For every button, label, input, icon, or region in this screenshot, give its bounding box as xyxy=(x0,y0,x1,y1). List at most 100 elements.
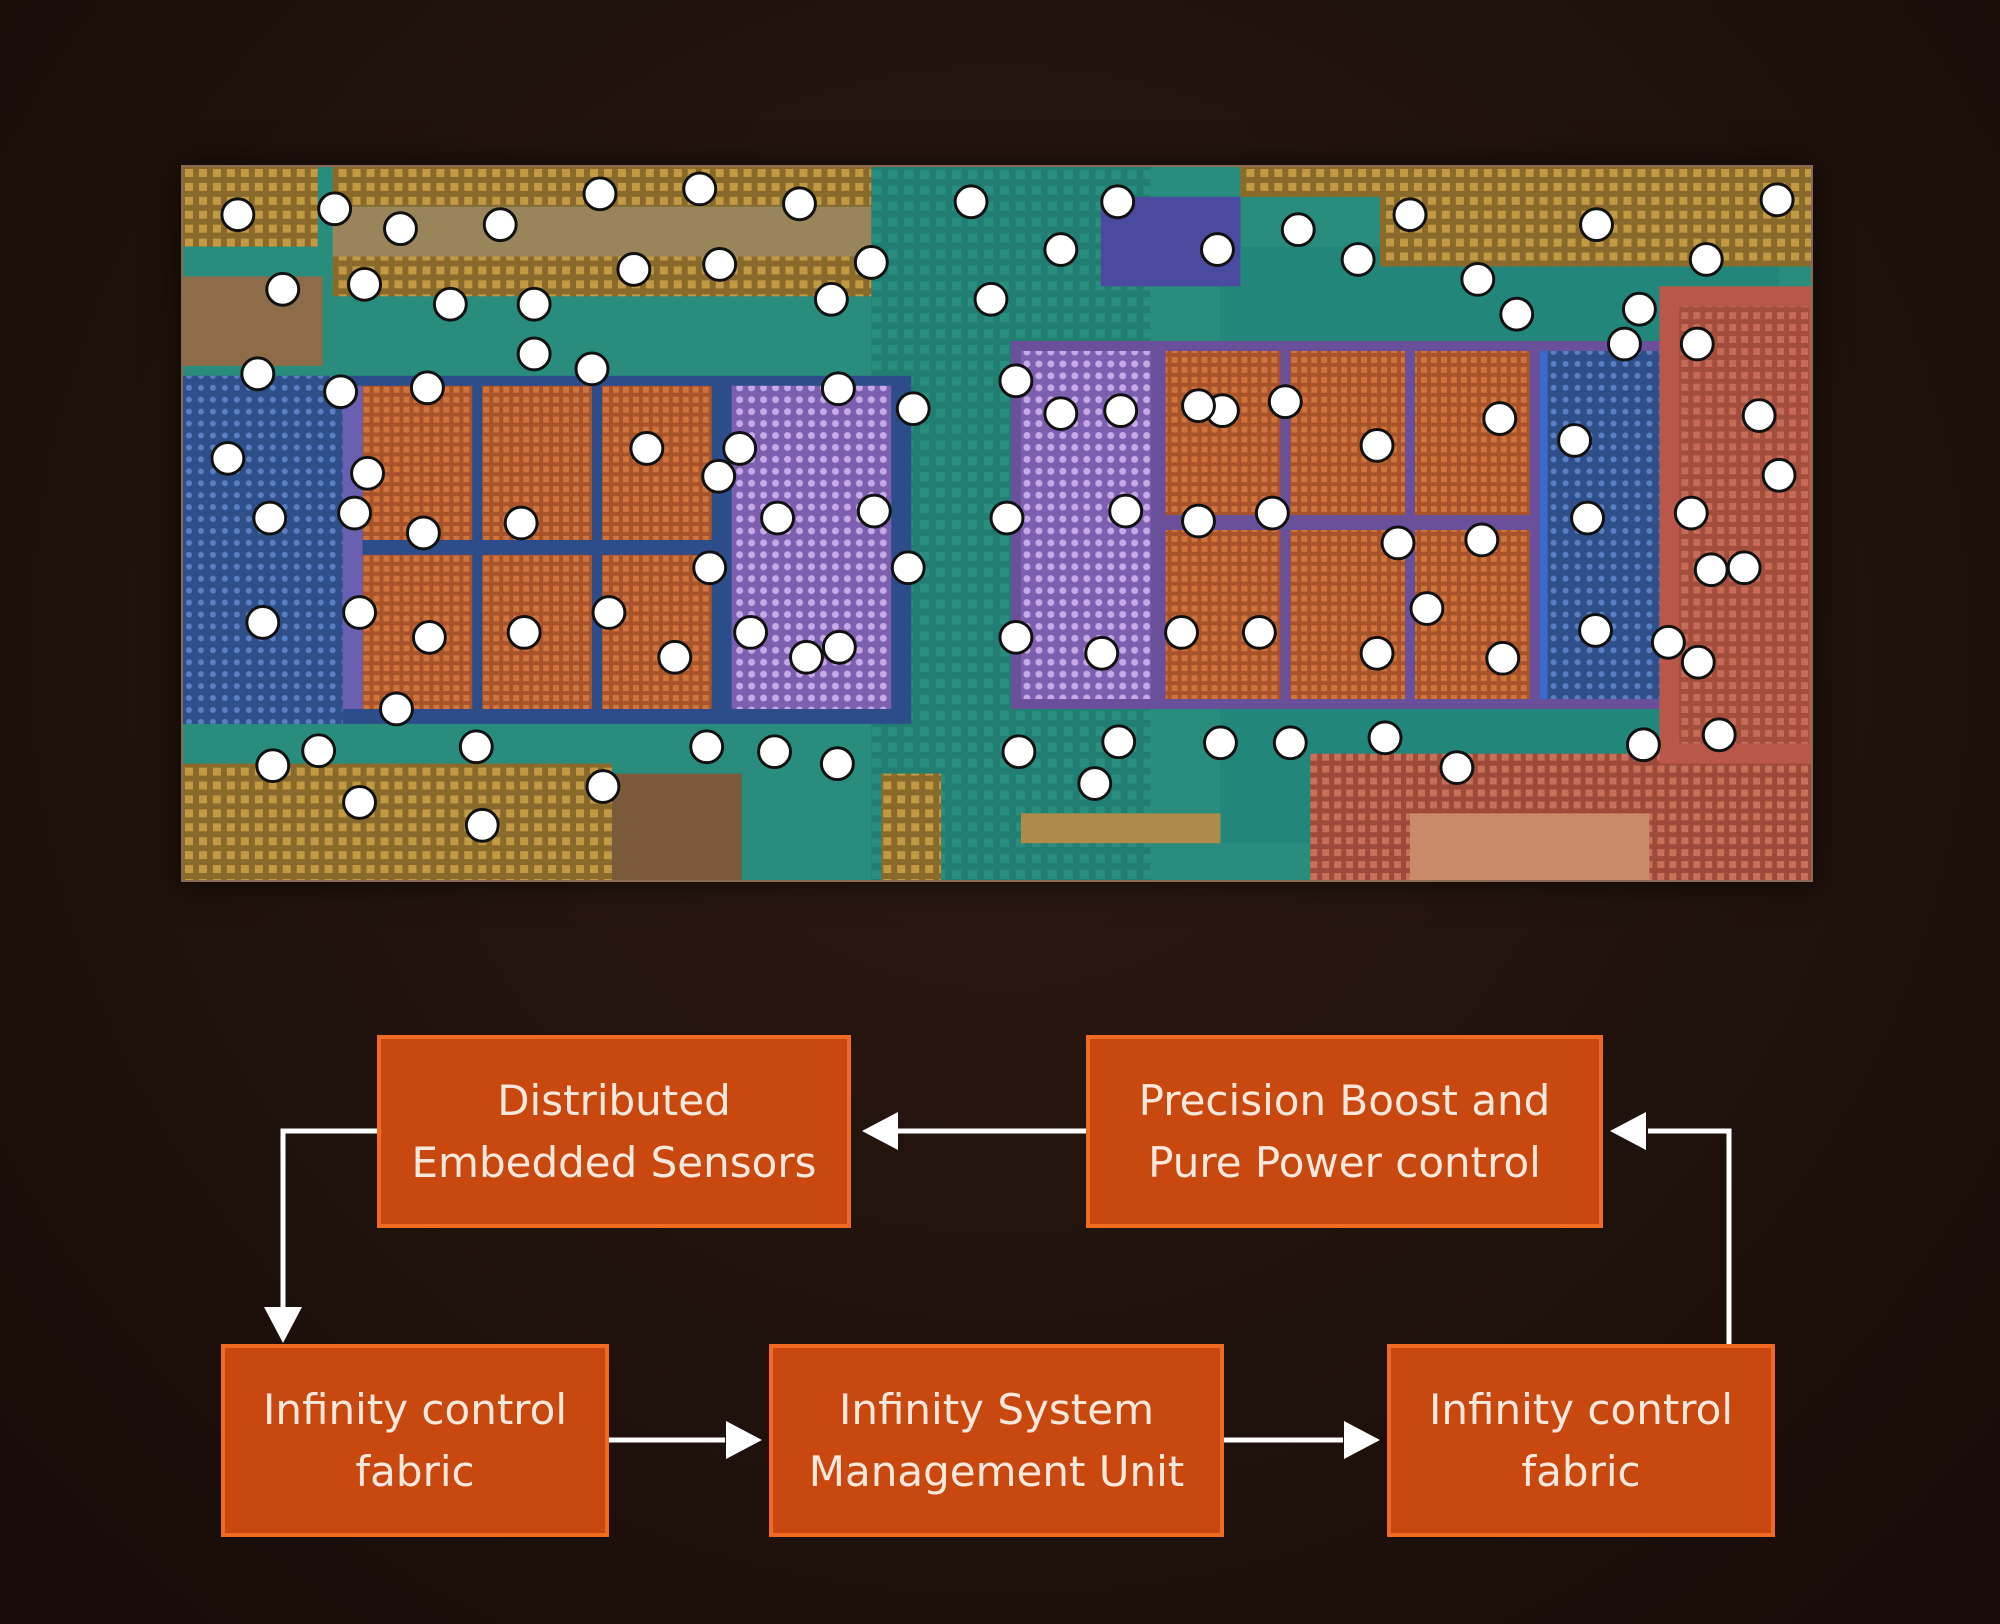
sensor-marker xyxy=(342,785,378,820)
sensor-marker xyxy=(574,351,610,387)
fabric-left-box-line1: Infinity control xyxy=(262,1384,567,1434)
sensor-marker xyxy=(265,271,301,307)
sensor-marker xyxy=(1077,766,1113,801)
sensor-marker xyxy=(692,550,728,586)
sensor-marker xyxy=(516,286,552,322)
sensor-marker xyxy=(895,391,931,427)
sensor-marker xyxy=(819,746,855,782)
sensor-marker xyxy=(1409,591,1445,626)
sensor-marker xyxy=(1701,717,1737,753)
fabric-left-box-line2: fabric xyxy=(355,1446,475,1496)
sensor-marker xyxy=(1726,550,1762,586)
sensor-marker xyxy=(317,191,353,227)
sensor-marker xyxy=(1693,552,1729,588)
sensor-marker xyxy=(856,493,892,529)
sensor-marker xyxy=(347,266,383,302)
sensor-marker xyxy=(998,619,1034,655)
smu-box-line2: Management Unit xyxy=(808,1446,1185,1496)
sensor-marker xyxy=(701,458,737,494)
sensor-marker xyxy=(342,595,378,630)
sensor-marker xyxy=(1625,727,1661,763)
die-floorplan xyxy=(183,167,1811,880)
sensor-marker xyxy=(1439,750,1475,786)
sensor-marker xyxy=(853,245,889,280)
sensor-marker xyxy=(1367,720,1403,756)
sensors-box-line2: Embedded Sensors xyxy=(411,1137,817,1187)
sensor-marker xyxy=(682,171,718,207)
sensor-marker xyxy=(323,374,359,410)
sensor-marker xyxy=(1741,398,1777,434)
sensor-marker xyxy=(503,505,539,541)
sensor-marker xyxy=(252,500,288,536)
sensor-marker xyxy=(1084,635,1120,671)
sensor-marker xyxy=(350,455,386,491)
sensor-marker xyxy=(464,807,500,843)
infinity-control-fabric-right-box: Infinity control fabric xyxy=(1387,1344,1775,1537)
sensor-marker xyxy=(1650,624,1686,660)
sensor-marker xyxy=(210,440,246,476)
fabric-right-box-line2: fabric xyxy=(1521,1446,1641,1496)
sensor-marker xyxy=(482,207,518,243)
sensor-marker xyxy=(1254,495,1290,531)
sensor-marker xyxy=(702,247,738,282)
infinity-smu-box: Infinity System Management Unit xyxy=(769,1344,1224,1537)
arrowhead-right-fabric-right xyxy=(1344,1421,1380,1459)
sensor-marker xyxy=(1679,326,1715,362)
sensor-marker xyxy=(616,252,652,287)
sensor-marker xyxy=(1164,614,1200,650)
sensor-marker xyxy=(220,197,256,233)
sensor-marker xyxy=(1100,184,1136,220)
fabric-right-box-line1: Infinity control xyxy=(1428,1384,1733,1434)
sensor-marker xyxy=(1680,644,1716,680)
sensor-marker xyxy=(782,186,817,222)
sensor-marker xyxy=(1108,493,1144,529)
sensor-marker xyxy=(383,211,418,247)
sensor-marker xyxy=(245,605,281,640)
smu-box-line1: Infinity System xyxy=(838,1384,1155,1434)
sensor-marker xyxy=(405,515,441,551)
sensor-marker xyxy=(733,614,769,650)
sensor-marker xyxy=(629,431,665,466)
sensor-marker xyxy=(409,370,445,406)
sensor-marker xyxy=(1392,197,1428,233)
arrowhead-right-smu xyxy=(726,1421,762,1459)
sensor-marker xyxy=(1340,242,1376,277)
sensor-marker xyxy=(1673,495,1709,531)
arrowhead-down-fabric-left xyxy=(264,1307,302,1343)
sensor-marker xyxy=(379,691,414,727)
sensor-marker xyxy=(1485,640,1521,676)
sensor-marker xyxy=(1200,232,1235,267)
sensor-marker xyxy=(1043,396,1079,432)
sensor-marker xyxy=(998,363,1034,399)
sensor-marker xyxy=(1570,500,1606,536)
sensor-marker xyxy=(240,356,276,392)
sensor-marker xyxy=(1464,522,1500,558)
sensor-marker xyxy=(813,281,849,317)
sensor-marker xyxy=(1579,207,1614,243)
sensor-marker xyxy=(582,176,618,212)
sensor-marker xyxy=(989,500,1025,536)
distributed-embedded-sensors-box: Distributed Embedded Sensors xyxy=(377,1035,851,1228)
sensor-marker xyxy=(1621,291,1657,327)
sensor-marker xyxy=(432,286,468,322)
sensor-marker xyxy=(821,629,857,665)
sensor-marker xyxy=(689,729,725,765)
sensor-marker xyxy=(789,639,824,675)
arrow-fabric-right-to-precision xyxy=(1648,1128,1732,1344)
sensor-marker xyxy=(890,550,926,586)
sensor-marker xyxy=(1001,734,1037,770)
sensor-marker xyxy=(1359,635,1395,671)
sensor-marker xyxy=(757,734,793,770)
infinity-control-fabric-left-box: Infinity control fabric xyxy=(221,1344,609,1537)
cpu-die-image xyxy=(181,165,1813,882)
sensor-marker xyxy=(657,639,693,675)
sensor-marker xyxy=(1272,725,1308,761)
sensor-marker xyxy=(1202,725,1238,761)
sensor-marker xyxy=(722,431,758,466)
sensor-marker xyxy=(1499,296,1535,332)
sensors-box-line1: Distributed xyxy=(497,1075,731,1125)
sensor-marker xyxy=(1359,428,1395,463)
sensor-marker xyxy=(411,619,447,655)
sensor-marker xyxy=(760,500,795,536)
sensor-marker xyxy=(1557,423,1593,458)
